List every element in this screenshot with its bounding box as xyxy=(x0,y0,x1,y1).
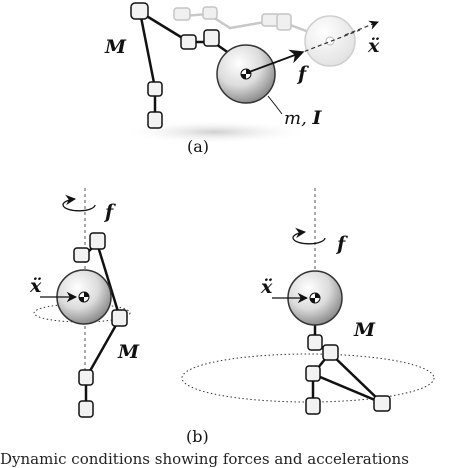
robot-joints xyxy=(130,2,220,129)
force-arrow xyxy=(248,49,305,73)
label-I: I xyxy=(312,107,323,129)
motion-direction-line xyxy=(245,29,361,75)
mass-leader-line xyxy=(267,95,283,115)
right-label-xdd: ẍ xyxy=(260,276,273,298)
label-mass-inertia: m, I xyxy=(284,107,323,129)
ghost-sphere-com-icon xyxy=(325,36,335,46)
left-label-M: M xyxy=(117,341,140,363)
right-label-M: M xyxy=(353,319,376,341)
panel-a: M f ẍ m, I (a) xyxy=(104,2,380,156)
right-label-f: f xyxy=(335,233,348,255)
xdd-arrow xyxy=(344,20,379,36)
label-M: M xyxy=(104,36,127,58)
figure-footer-text: Dynamic conditions showing forces and ac… xyxy=(0,450,409,468)
left-label-xdd: ẍ xyxy=(29,275,42,297)
label-xdd: ẍ xyxy=(367,35,380,57)
caption-a: (a) xyxy=(187,137,209,156)
right-rotation-arrow-icon xyxy=(292,227,326,245)
left-center-of-mass-icon xyxy=(78,291,90,303)
label-f: f xyxy=(296,63,309,85)
center-of-mass-icon xyxy=(240,68,252,80)
ghost-robot-arm xyxy=(173,6,331,42)
right-robot-joints xyxy=(305,334,391,415)
left-rotation-arrow-icon xyxy=(62,194,96,212)
caption-b: (b) xyxy=(186,427,209,446)
left-label-f: f xyxy=(103,201,116,223)
right-orbit xyxy=(181,353,435,403)
right-center-of-mass-icon xyxy=(309,292,321,304)
panel-b-left: f ẍ M xyxy=(29,188,140,418)
panel-b-right: f ẍ M xyxy=(181,188,435,415)
ground-shadow xyxy=(120,120,310,144)
label-m: m, xyxy=(284,108,313,129)
left-robot-joints xyxy=(73,232,128,418)
left-orbit xyxy=(33,303,131,323)
